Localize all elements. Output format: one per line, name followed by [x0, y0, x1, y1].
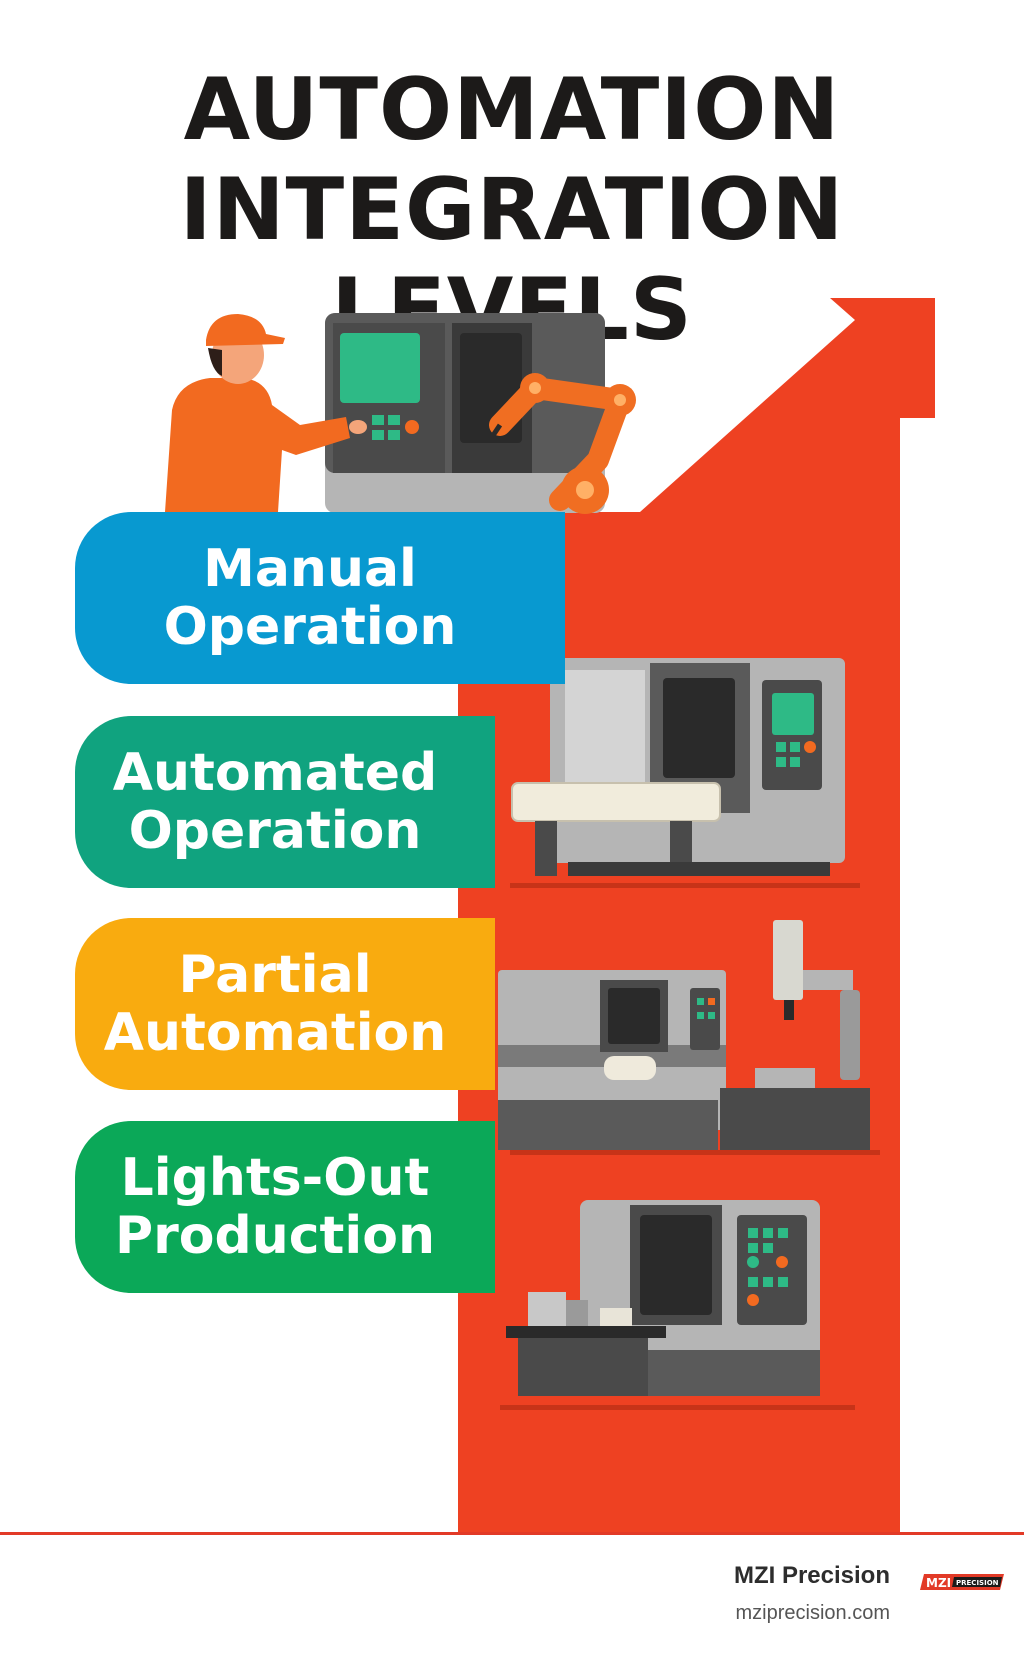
gantry-mill-icon — [498, 920, 880, 1155]
brand-name: MZI Precision — [733, 1562, 890, 1589]
level-label-line-2: Operation — [128, 801, 422, 861]
title-line-1: AUTOMATION — [183, 60, 841, 160]
level-label-line-1: Automated — [112, 743, 438, 803]
brand-url[interactable]: mziprecision.com — [735, 1602, 890, 1624]
worker-icon — [165, 314, 367, 512]
page-title: AUTOMATION INTEGRATION LEVELS — [0, 60, 1024, 360]
footer-divider — [0, 1532, 1024, 1535]
machining-center-icon — [500, 1200, 855, 1410]
level-manual-operation: Manual Operation — [75, 512, 565, 684]
level-automated-operation: Automated Operation — [75, 716, 495, 888]
cnc-machine-icon — [325, 313, 605, 513]
brand-logo-subtext: PRECISION — [956, 1579, 999, 1587]
brand-logo-text: MZI — [926, 1576, 951, 1590]
title-line-2: INTEGRATION LEVELS — [179, 160, 845, 360]
level-label-line-2: Operation — [163, 597, 457, 657]
level-lights-out-production: Lights-Out Production — [75, 1121, 495, 1293]
lathe-icon — [510, 658, 860, 888]
level-label-line-2: Automation — [103, 1003, 447, 1063]
robot-arm-icon — [487, 373, 636, 514]
level-label-line-1: Manual — [203, 539, 417, 599]
level-label-line-1: Partial — [178, 945, 372, 1005]
level-label-line-2: Production — [115, 1206, 435, 1266]
level-partial-automation: Partial Automation — [75, 918, 495, 1090]
brand-logo-icon: MZI PRECISION — [920, 1574, 1004, 1590]
level-label-line-1: Lights-Out — [120, 1148, 430, 1208]
